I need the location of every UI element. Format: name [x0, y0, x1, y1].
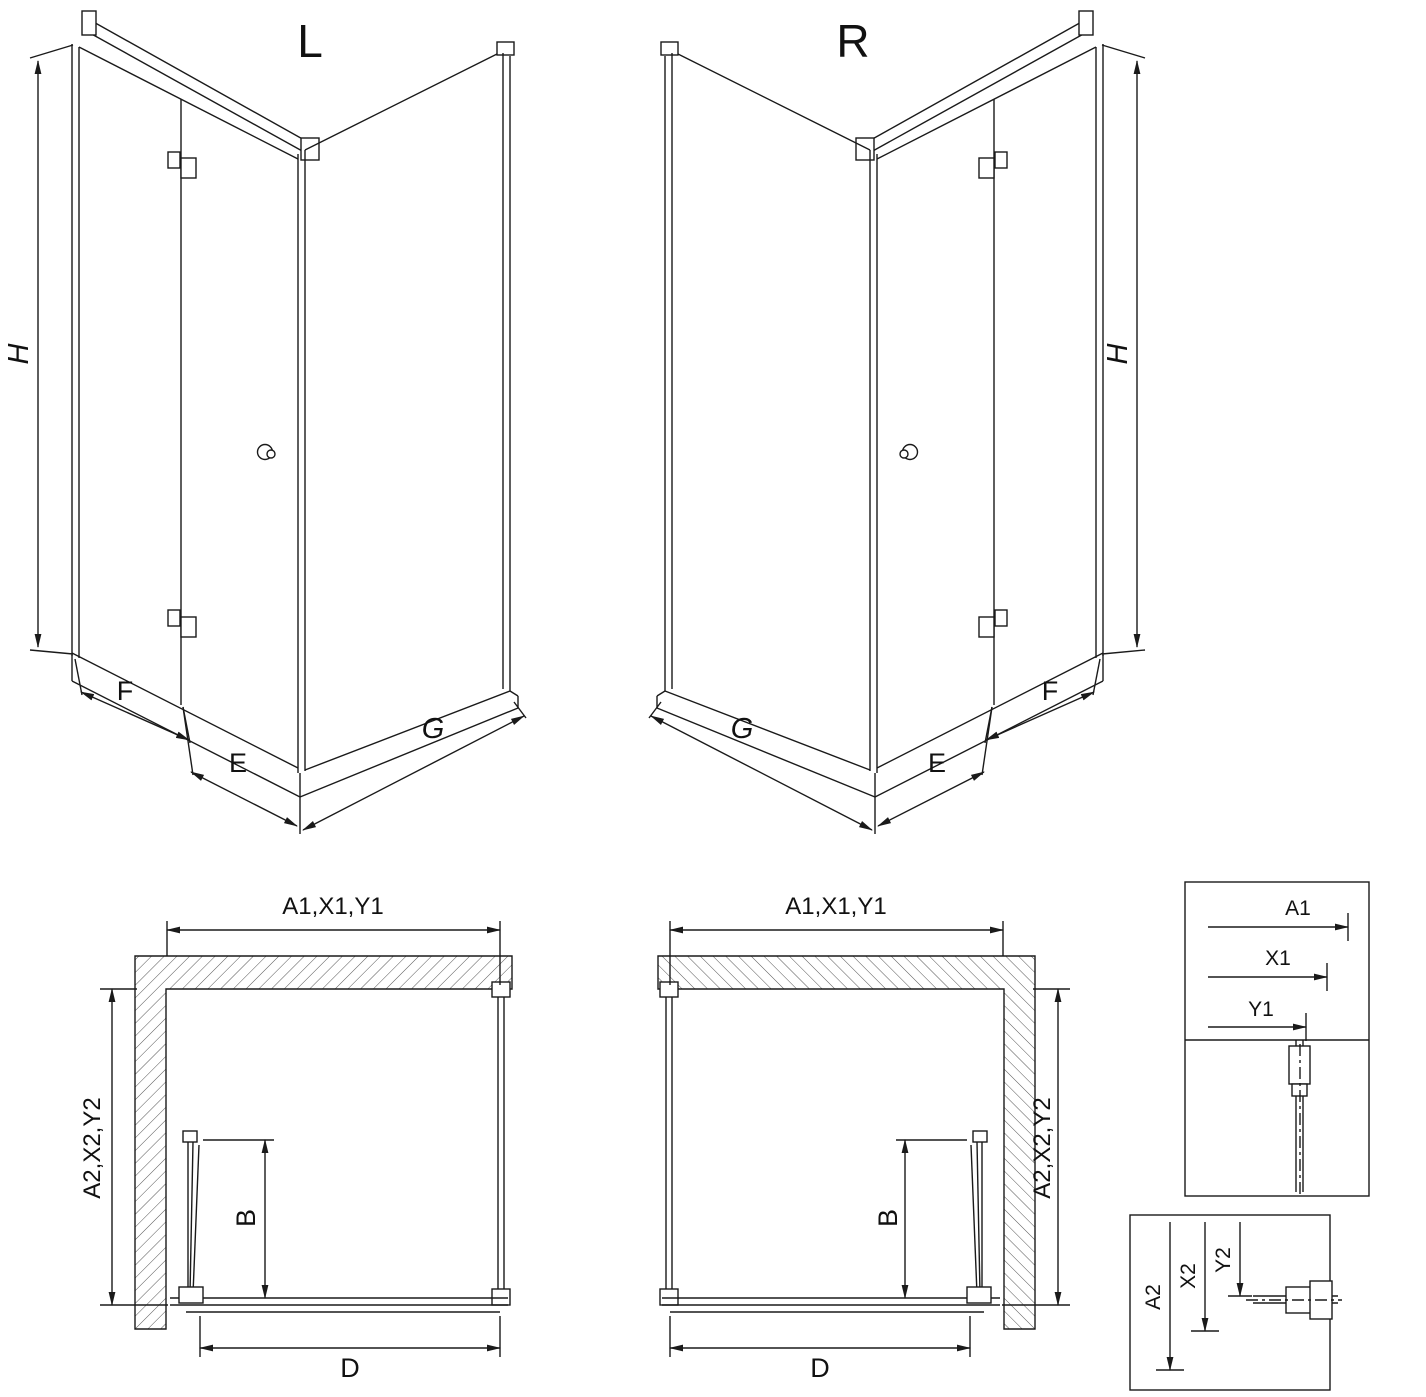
iso-right-dim-h-label: H [1102, 343, 1134, 364]
detail-top-x1-label: X1 [1265, 947, 1291, 970]
iso-left-dim-h-label: H [3, 343, 35, 364]
iso-right-title: R [836, 15, 869, 67]
plan-right-dim-b-label: B [873, 1209, 903, 1227]
iso-view-left [30, 11, 526, 834]
plan-right-dim-depth-label: A2,X2,Y2 [1029, 1097, 1056, 1198]
plan-right-dim-width-label: A1,X1,Y1 [785, 893, 886, 920]
glass-profile-section-horizontal [1246, 1280, 1342, 1320]
iso-left-dim-g-label: G [422, 713, 445, 745]
glass-profile-section-vertical [1288, 1040, 1311, 1195]
detail-bottom-y2-label: Y2 [1212, 1247, 1235, 1273]
detail-top-y1-label: Y1 [1248, 998, 1274, 1021]
detail-view-top [1184, 881, 1370, 1197]
plan-left-dim-b-label: B [231, 1209, 261, 1227]
plan-right-dim-d-label: D [810, 1353, 830, 1383]
plan-view-left [100, 921, 512, 1357]
detail-top-a1-label: A1 [1285, 897, 1311, 920]
plan-left-dim-width-label: A1,X1,Y1 [282, 893, 383, 920]
plan-view-right [658, 921, 1070, 1357]
detail-bottom-x2-label: X2 [1177, 1263, 1200, 1289]
iso-left-dim-e-label: E [229, 748, 247, 778]
iso-left-dim-f-label: F [117, 676, 134, 706]
iso-right-dim-f-label: F [1042, 676, 1059, 706]
iso-left-title: L [297, 15, 323, 67]
plan-left-dim-depth-label: A2,X2,Y2 [79, 1097, 106, 1198]
detail-view-bottom [1129, 1214, 1342, 1391]
iso-view-right [649, 11, 1145, 834]
labels: L H F E G R H G E F A1,X1,Y1 A2,X2,Y2 B … [3, 15, 1311, 1383]
detail-bottom-a2-label: A2 [1142, 1284, 1165, 1310]
plan-left-dim-d-label: D [340, 1353, 360, 1383]
iso-right-dim-g-label: G [731, 713, 754, 745]
iso-right-dim-e-label: E [928, 748, 946, 778]
